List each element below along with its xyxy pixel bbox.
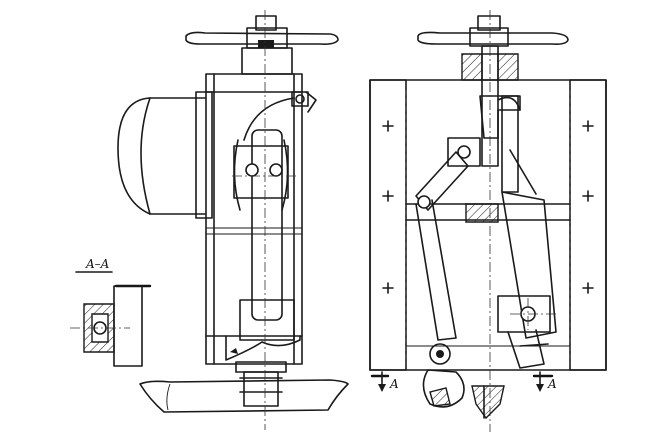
side-view	[117, 10, 349, 430]
curved-guide	[243, 97, 295, 141]
handwheel-front	[417, 15, 569, 47]
front-view: A A	[369, 10, 607, 432]
lever-arm-side	[233, 129, 295, 341]
section-title: A–A	[85, 257, 110, 271]
cut-label-left: A	[389, 377, 399, 391]
section-cut-markers: A A	[370, 371, 557, 392]
bottom-coupling	[225, 335, 301, 407]
upper-link	[447, 95, 521, 193]
hook-detail-side	[291, 91, 317, 113]
cut-label-right: A	[547, 377, 557, 391]
section-aa-detail: A–A	[70, 257, 152, 367]
handwheel-side	[185, 15, 339, 49]
lower-bracket	[497, 295, 556, 369]
column-marks	[382, 120, 594, 294]
motor-housing	[117, 91, 213, 219]
screw-nut	[465, 203, 499, 223]
main-levers	[415, 149, 557, 341]
top-block	[241, 47, 293, 75]
front-frame	[369, 79, 607, 371]
bottom-roller	[422, 343, 505, 420]
main-frame	[205, 73, 303, 365]
base-foundation	[139, 379, 349, 413]
